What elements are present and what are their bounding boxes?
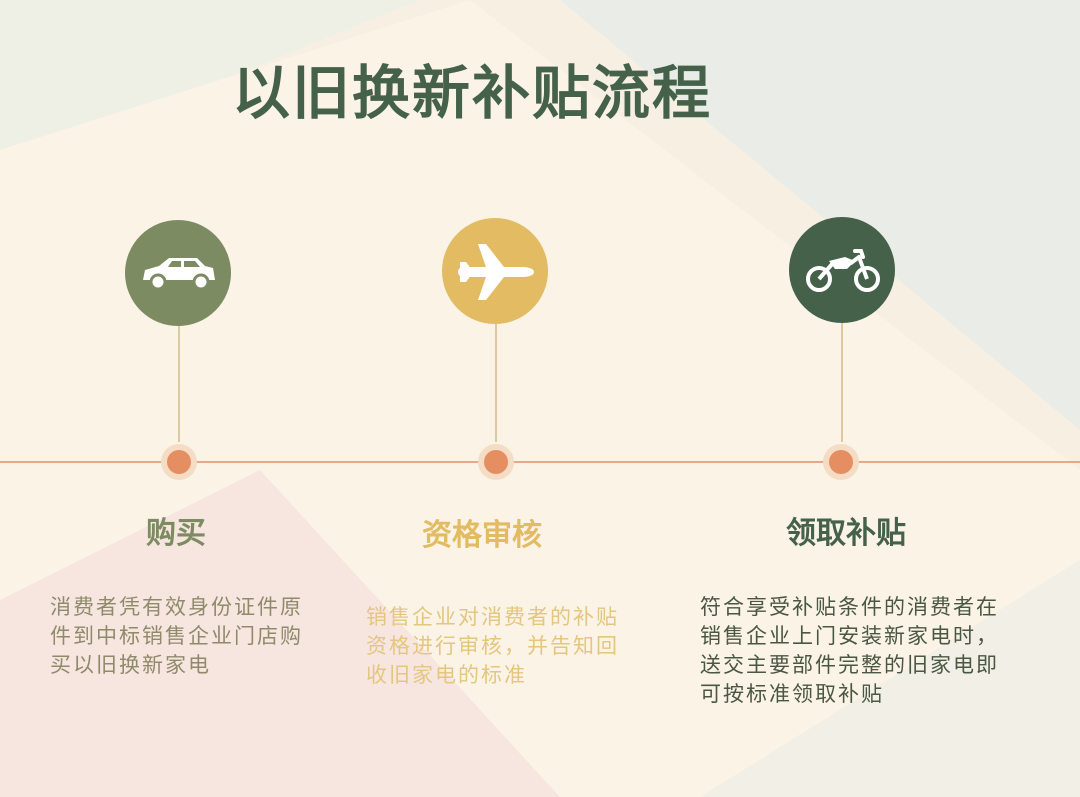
step-title: 资格审核 [422,518,542,553]
step-stem [841,323,843,442]
step-description: 消费者凭有效身份证件原件到中标销售企业门店购买以旧换新家电 [50,595,303,677]
step-icon-circle [442,218,548,324]
step-icon-circle [789,217,895,323]
step-description: 符合享受补贴条件的消费者在销售企业上门安装新家电时，送交主要部件完整的旧家电即可… [700,595,999,706]
timeline-dot [161,444,197,480]
timeline-dot [823,444,859,480]
step-description: 销售企业对消费者的补贴资格进行审核，并告知回收旧家电的标准 [366,605,619,687]
step-stem [178,326,180,442]
step-stem [495,324,497,442]
timeline-dot [478,444,514,480]
car-icon [143,258,215,291]
step-purchase: 购买 消费者凭有效身份证件原件到中标销售企业门店购买以旧换新家电 [20,0,340,797]
timeline-line [0,461,1080,463]
step-title: 领取补贴 [786,516,906,551]
step-title: 购买 [146,516,206,551]
step-qualification-review: 资格审核 销售企业对消费者的补贴资格进行审核，并告知回收旧家电的标准 [340,0,660,797]
page-title: 以旧换新补贴流程 [232,59,713,127]
airplane-icon [458,244,534,300]
motorcycle-icon [806,249,880,292]
step-claim-subsidy: 领取补贴 符合享受补贴条件的消费者在销售企业上门安装新家电时，送交主要部件完整的… [700,0,1020,797]
step-icon-circle [125,220,231,326]
